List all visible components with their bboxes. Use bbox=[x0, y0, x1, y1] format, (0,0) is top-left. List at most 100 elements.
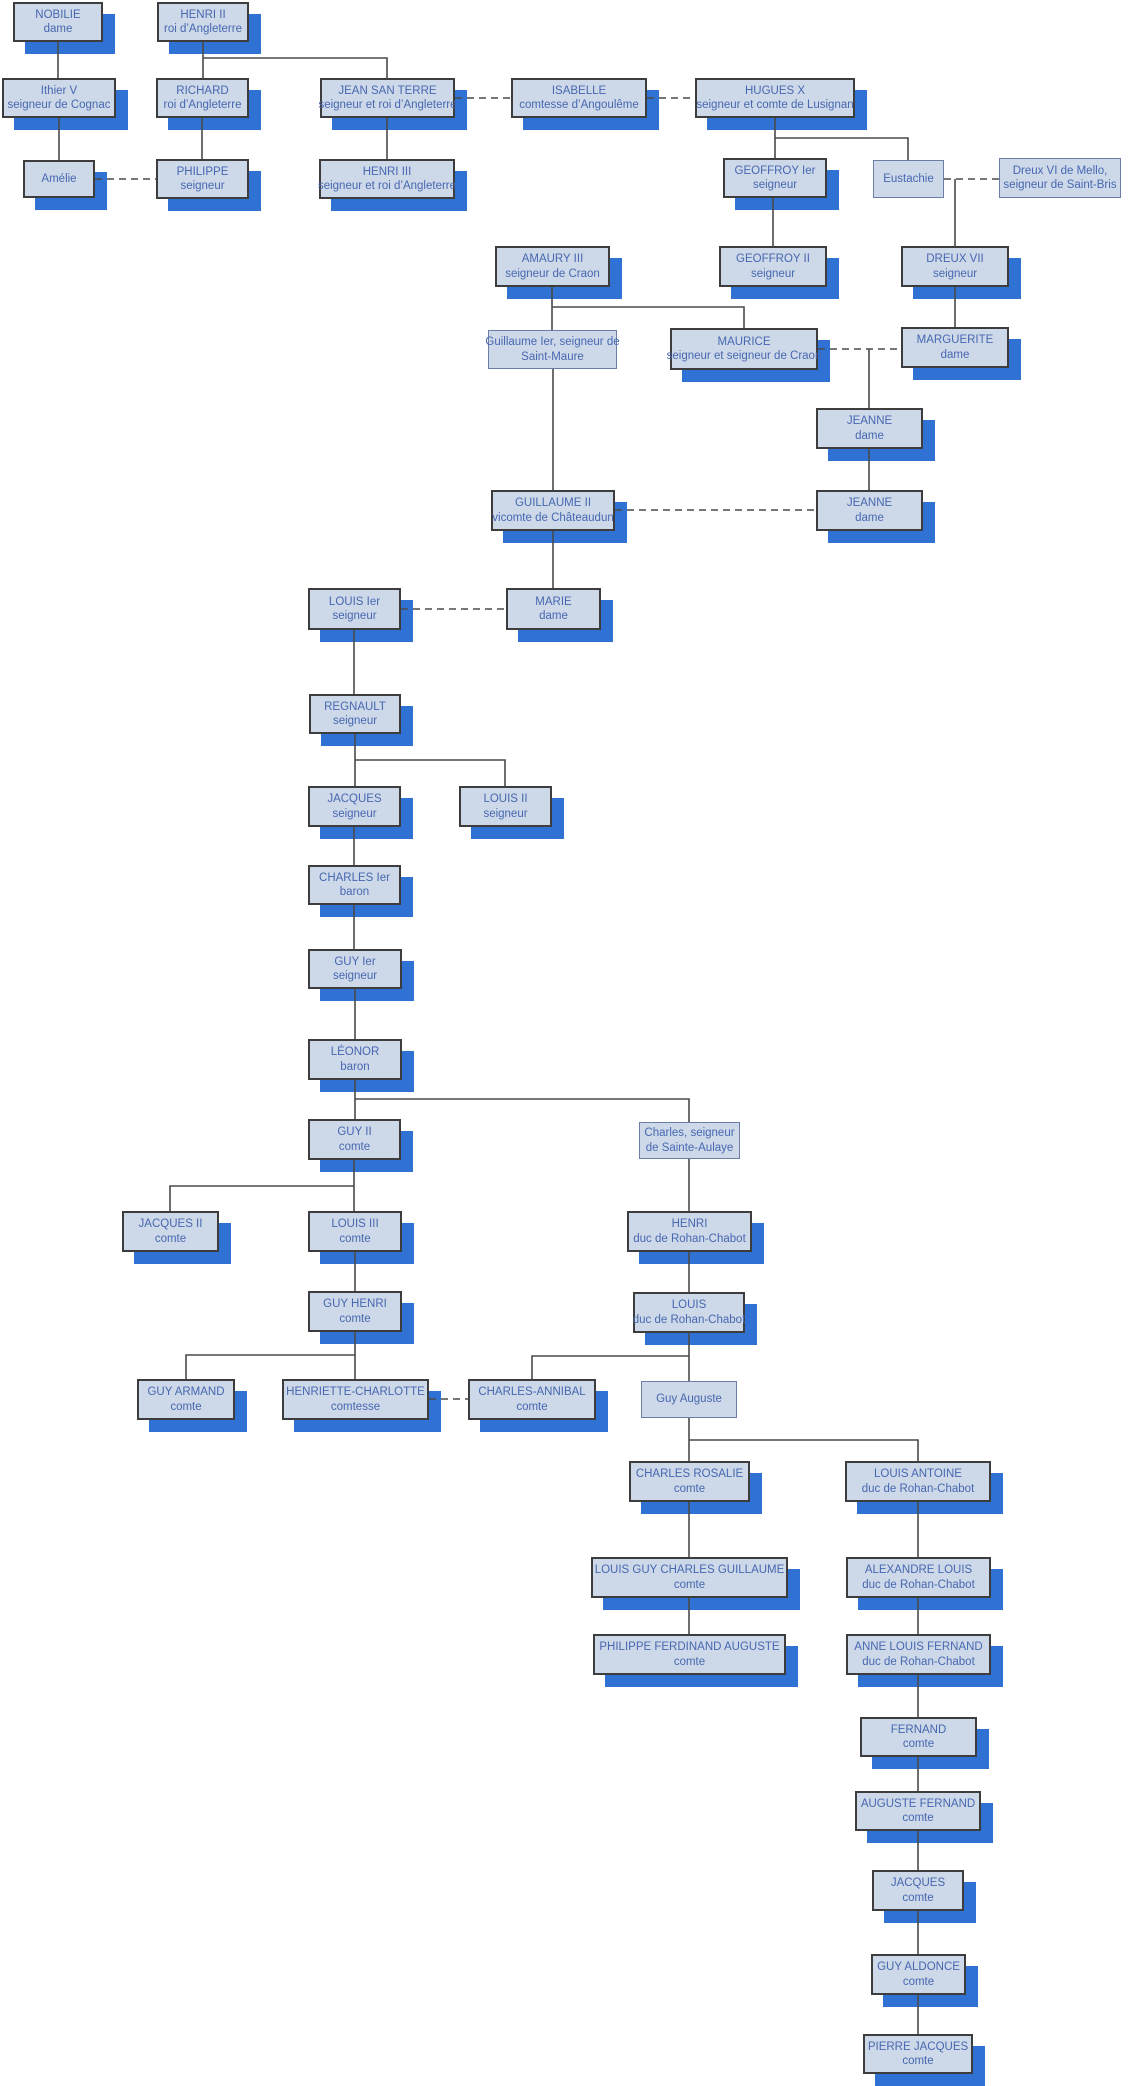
person-name: GUY Ier bbox=[334, 955, 376, 968]
person-name: HENRIETTE-CHARLOTTE bbox=[286, 1386, 425, 1399]
person-title: seigneur et comte de Lusignan bbox=[696, 99, 854, 111]
person-title: Saint-Maure bbox=[521, 350, 584, 363]
person-title: dame bbox=[43, 23, 73, 35]
person-title: seigneur bbox=[332, 807, 377, 820]
person-name: JEANNE bbox=[846, 415, 893, 428]
person-name: PIERRE JACQUES bbox=[867, 2040, 969, 2053]
person-name: JEANNE bbox=[846, 497, 893, 510]
person-title: comtesse d’Angoulême bbox=[519, 99, 639, 111]
person-name: CHARLES Ier bbox=[319, 871, 390, 884]
person-node-amelie[interactable]: Amélie bbox=[23, 160, 95, 198]
person-node-dreux-vi[interactable]: Dreux VI de Mello,seigneur de Saint-Bris bbox=[999, 158, 1121, 198]
person-title: seigneur de Saint-Bris bbox=[1003, 179, 1117, 191]
person-name: LOUIS bbox=[671, 1299, 707, 1312]
person-title: dame bbox=[940, 348, 970, 361]
person-title: seigneur bbox=[332, 970, 378, 982]
person-title: roi d’Angleterre bbox=[163, 99, 242, 111]
person-name: LOUIS III bbox=[331, 1218, 379, 1231]
person-title: seigneur bbox=[483, 807, 528, 820]
person-title: comte bbox=[902, 1891, 934, 1904]
descent-line bbox=[203, 57, 388, 78]
person-name: Guy Auguste bbox=[656, 1393, 722, 1406]
person-node-guy-auguste[interactable]: Guy Auguste bbox=[641, 1381, 737, 1418]
person-node-eustachie[interactable]: Eustachie bbox=[873, 160, 944, 198]
person-name: MARGUERITE bbox=[916, 334, 994, 347]
person-name: Guillaume Ier, seigneur de bbox=[485, 336, 620, 349]
person-name: HENRI III bbox=[362, 165, 412, 178]
person-name: DREUX VII bbox=[926, 253, 984, 266]
descent-line bbox=[552, 306, 745, 328]
person-title: baron bbox=[340, 1060, 370, 1073]
person-node-hugues-x[interactable]: HUGUES X seigneur et comte de Lusignan bbox=[695, 78, 855, 118]
person-title: comte bbox=[902, 1738, 935, 1750]
person-node-guy-ier[interactable]: GUY Ier seigneur bbox=[308, 949, 402, 989]
person-name: HUGUES X bbox=[744, 84, 806, 97]
person-title: duc de Rohan-Chabot bbox=[633, 1232, 746, 1245]
person-title: comte bbox=[338, 1140, 371, 1153]
person-title: comte bbox=[339, 1312, 371, 1325]
person-title: comte bbox=[154, 1232, 187, 1245]
person-name: MAURICE bbox=[717, 335, 771, 348]
person-title: seigneur et roi d’Angleterre bbox=[318, 99, 457, 111]
person-title: roi d’Angleterre bbox=[164, 23, 242, 35]
person-name: NOBILIE bbox=[35, 8, 81, 21]
person-node-nobilie[interactable]: NOBILIE dame bbox=[13, 2, 103, 42]
person-title: seigneur bbox=[932, 267, 978, 280]
person-name: GUY ALDONCE bbox=[877, 1961, 960, 1974]
person-name: LOUIS Ier bbox=[328, 595, 381, 608]
person-name: Ithier V bbox=[40, 84, 78, 97]
person-name: GUY ARMAND bbox=[147, 1386, 225, 1399]
person-name: CHARLES-ANNIBAL bbox=[478, 1386, 586, 1399]
person-title: seigneur bbox=[752, 179, 798, 191]
person-title: duc de Rohan-Chabot bbox=[632, 1313, 746, 1326]
